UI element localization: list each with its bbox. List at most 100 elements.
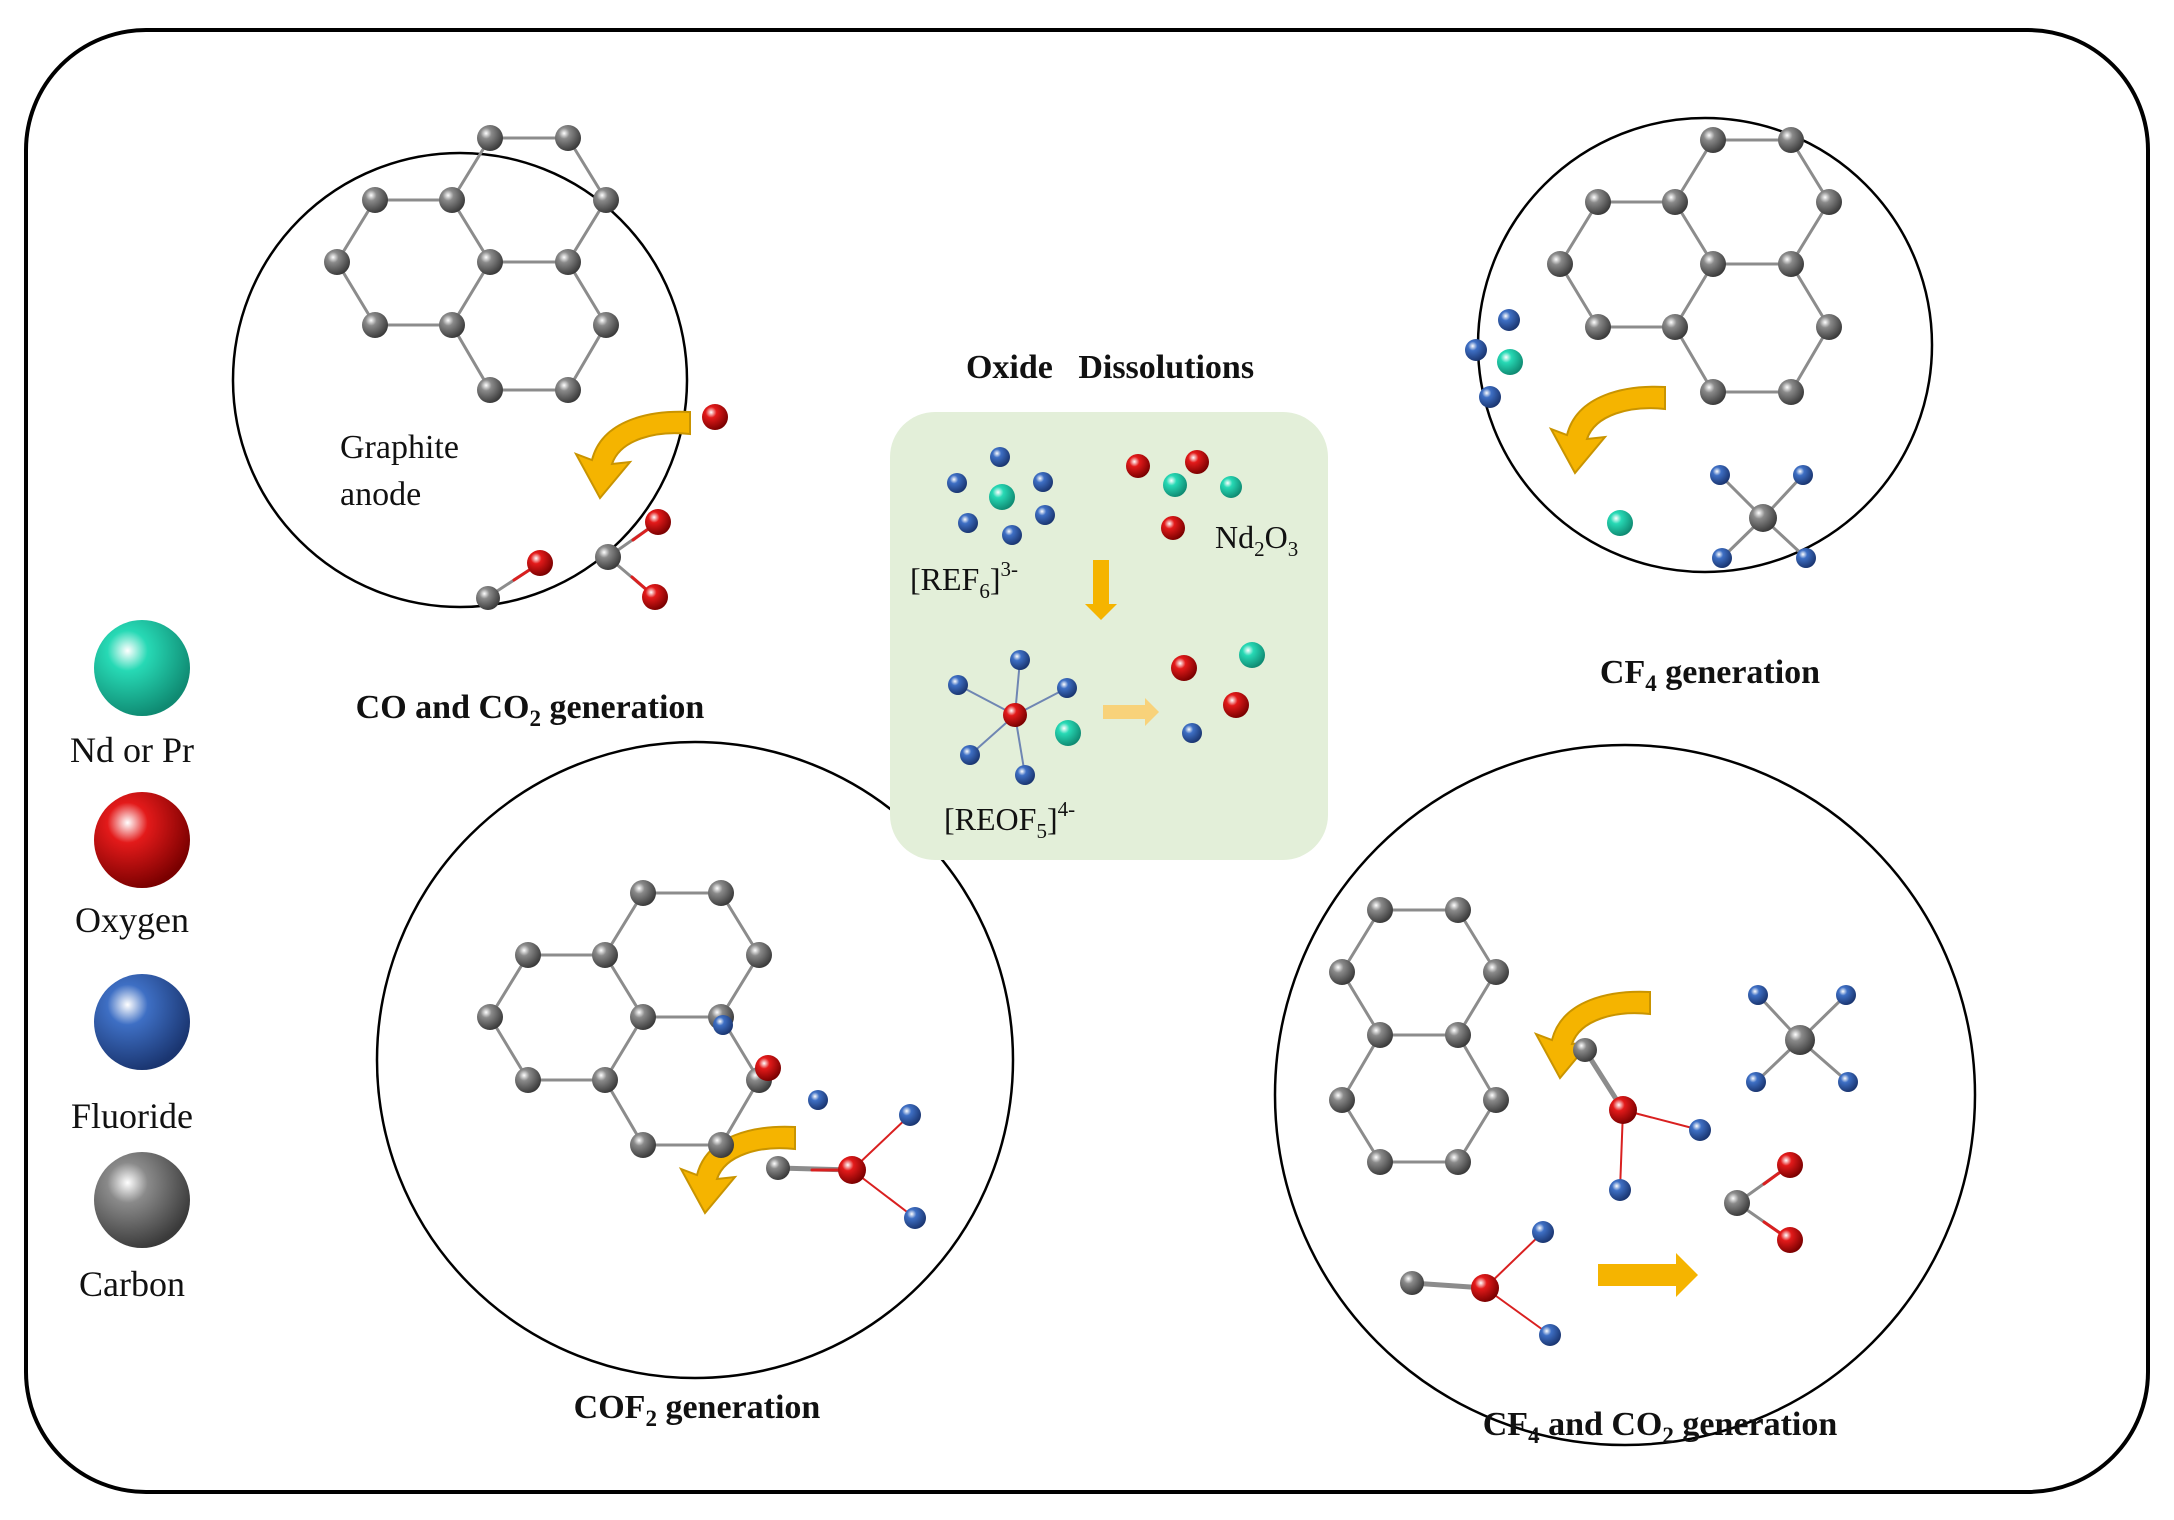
graphite-carbon-atom bbox=[1662, 314, 1688, 340]
fluoride-atom bbox=[1465, 339, 1487, 361]
ndpr-atom bbox=[989, 484, 1015, 510]
curved-arrow-top-left-shape bbox=[573, 410, 691, 500]
oxygen-atom bbox=[755, 1055, 781, 1081]
carbon-atom bbox=[476, 586, 500, 610]
fluoride-atom bbox=[808, 1090, 828, 1110]
graphite-carbon-atom bbox=[324, 249, 350, 275]
graphite-carbon-atom bbox=[1778, 127, 1804, 153]
graphite-carbon-atom bbox=[362, 187, 388, 213]
oxygen-atom bbox=[1609, 1096, 1637, 1124]
graphite-carbon-atom bbox=[515, 942, 541, 968]
fluoride-atom bbox=[1838, 1072, 1858, 1092]
graphite-carbon-atom bbox=[477, 249, 503, 275]
legend-nd-pr-sphere-icon bbox=[94, 620, 190, 716]
ndpr-atom bbox=[1055, 720, 1081, 746]
fluoride-atom bbox=[1712, 548, 1732, 568]
fluoride-atom bbox=[1609, 1179, 1631, 1201]
panel-title-cf4: CF4 generation bbox=[1600, 654, 1820, 696]
panel-title-cf4-co2: CF4 and CO2 generation bbox=[1483, 1406, 1838, 1448]
graphite-anode-line1: Graphite bbox=[340, 429, 459, 466]
fluoride-atom bbox=[1035, 505, 1055, 525]
legend-label-carbon: Carbon bbox=[79, 1264, 185, 1304]
graphite-carbon-atom bbox=[630, 1132, 656, 1158]
curved-arrow-bottom-right-shape bbox=[1533, 990, 1651, 1080]
graphite-carbon-atom bbox=[1585, 189, 1611, 215]
graphite-carbon-atom bbox=[439, 312, 465, 338]
graphite-carbon-atom bbox=[592, 942, 618, 968]
curved-arrow-top-left bbox=[573, 410, 691, 500]
graphite-carbon-atom bbox=[555, 249, 581, 275]
panel-top-right-circle bbox=[1476, 116, 1934, 574]
ref6-label: [REF6]3- bbox=[910, 557, 1018, 603]
graphite-carbon-atom bbox=[1483, 1087, 1509, 1113]
reof5-label: [REOF5]4- bbox=[944, 797, 1075, 843]
graphite-carbon-atom bbox=[708, 880, 734, 906]
graphite-carbon-atom bbox=[1445, 897, 1471, 923]
fluoride-atom bbox=[960, 745, 980, 765]
fluoride-atom bbox=[947, 473, 967, 493]
graphite-carbon-atom bbox=[1700, 127, 1726, 153]
fluoride-atom bbox=[1836, 985, 1856, 1005]
graphite-carbon-atom bbox=[477, 377, 503, 403]
fluoride-atom bbox=[990, 447, 1010, 467]
ndpr-atom bbox=[1163, 473, 1187, 497]
graphite-carbon-atom bbox=[1778, 379, 1804, 405]
fluoride-atom bbox=[1689, 1119, 1711, 1141]
graphite-carbon-atom bbox=[1700, 379, 1726, 405]
graphite-anode-line2: anode bbox=[340, 476, 421, 513]
graphite-carbon-atom bbox=[477, 125, 503, 151]
oxygen-atom bbox=[1161, 516, 1185, 540]
oxygen-atom bbox=[1003, 703, 1027, 727]
center-title: Oxide Dissolutions bbox=[966, 349, 1254, 386]
fluoride-atom bbox=[1002, 525, 1022, 545]
oxygen-atom bbox=[1171, 655, 1197, 681]
graphite-carbon-atom bbox=[477, 1004, 503, 1030]
fluoride-atom bbox=[958, 513, 978, 533]
down-arrow-center bbox=[1085, 560, 1117, 620]
carbon-atom bbox=[1573, 1038, 1597, 1062]
curved-arrow-bottom-left bbox=[678, 1125, 796, 1215]
graphite-carbon-atom bbox=[1585, 314, 1611, 340]
graphite-carbon-atom bbox=[1367, 897, 1393, 923]
graphite-carbon-atom bbox=[1778, 251, 1804, 277]
ndpr-atom bbox=[1497, 349, 1523, 375]
oxygen-atom bbox=[1777, 1152, 1803, 1178]
legend-label-oxygen: Oxygen bbox=[75, 900, 189, 940]
oxygen-atom bbox=[645, 509, 671, 535]
graphite-carbon-atom bbox=[1367, 1149, 1393, 1175]
graphite-carbon-atom bbox=[1662, 189, 1688, 215]
outer-frame bbox=[24, 28, 2150, 1494]
curved-arrow-top-right-shape bbox=[1548, 385, 1666, 475]
fluoride-atom bbox=[1057, 678, 1077, 698]
graphite-carbon-atom bbox=[1329, 1087, 1355, 1113]
carbon-atom bbox=[1724, 1190, 1750, 1216]
carbon-atom bbox=[1785, 1025, 1815, 1055]
fluoride-atom bbox=[1033, 472, 1053, 492]
graphite-carbon-atom bbox=[515, 1067, 541, 1093]
graphite-carbon-atom bbox=[1547, 251, 1573, 277]
graphite-carbon-atom bbox=[1445, 1022, 1471, 1048]
fluoride-atom bbox=[1746, 1072, 1766, 1092]
panel-bottom-right-circle bbox=[1273, 743, 1977, 1447]
fluoride-atom bbox=[713, 1015, 733, 1035]
graphite-carbon-atom bbox=[746, 942, 772, 968]
panel-bottom-left-circle bbox=[375, 740, 1015, 1380]
graphite-carbon-atom bbox=[1816, 189, 1842, 215]
oxygen-atom bbox=[838, 1156, 866, 1184]
legend-oxygen-sphere-icon bbox=[94, 792, 190, 888]
fluoride-atom bbox=[1010, 650, 1030, 670]
nd2o3-label: Nd2O3 bbox=[1215, 519, 1298, 561]
oxygen-atom bbox=[1471, 1274, 1499, 1302]
fluoride-atom bbox=[1539, 1324, 1561, 1346]
fluoride-atom bbox=[1748, 985, 1768, 1005]
fluoride-atom bbox=[1710, 465, 1730, 485]
oxygen-atom bbox=[527, 550, 553, 576]
fluoride-atom bbox=[1793, 465, 1813, 485]
oxygen-atom bbox=[1185, 450, 1209, 474]
fluoride-atom bbox=[904, 1207, 926, 1229]
graphite-carbon-atom bbox=[1700, 251, 1726, 277]
fluoride-atom bbox=[1532, 1221, 1554, 1243]
legend-label-nd-pr: Nd or Pr bbox=[70, 730, 194, 770]
legend-label-fluoride: Fluoride bbox=[71, 1096, 193, 1136]
curved-arrow-top-right bbox=[1548, 385, 1666, 475]
